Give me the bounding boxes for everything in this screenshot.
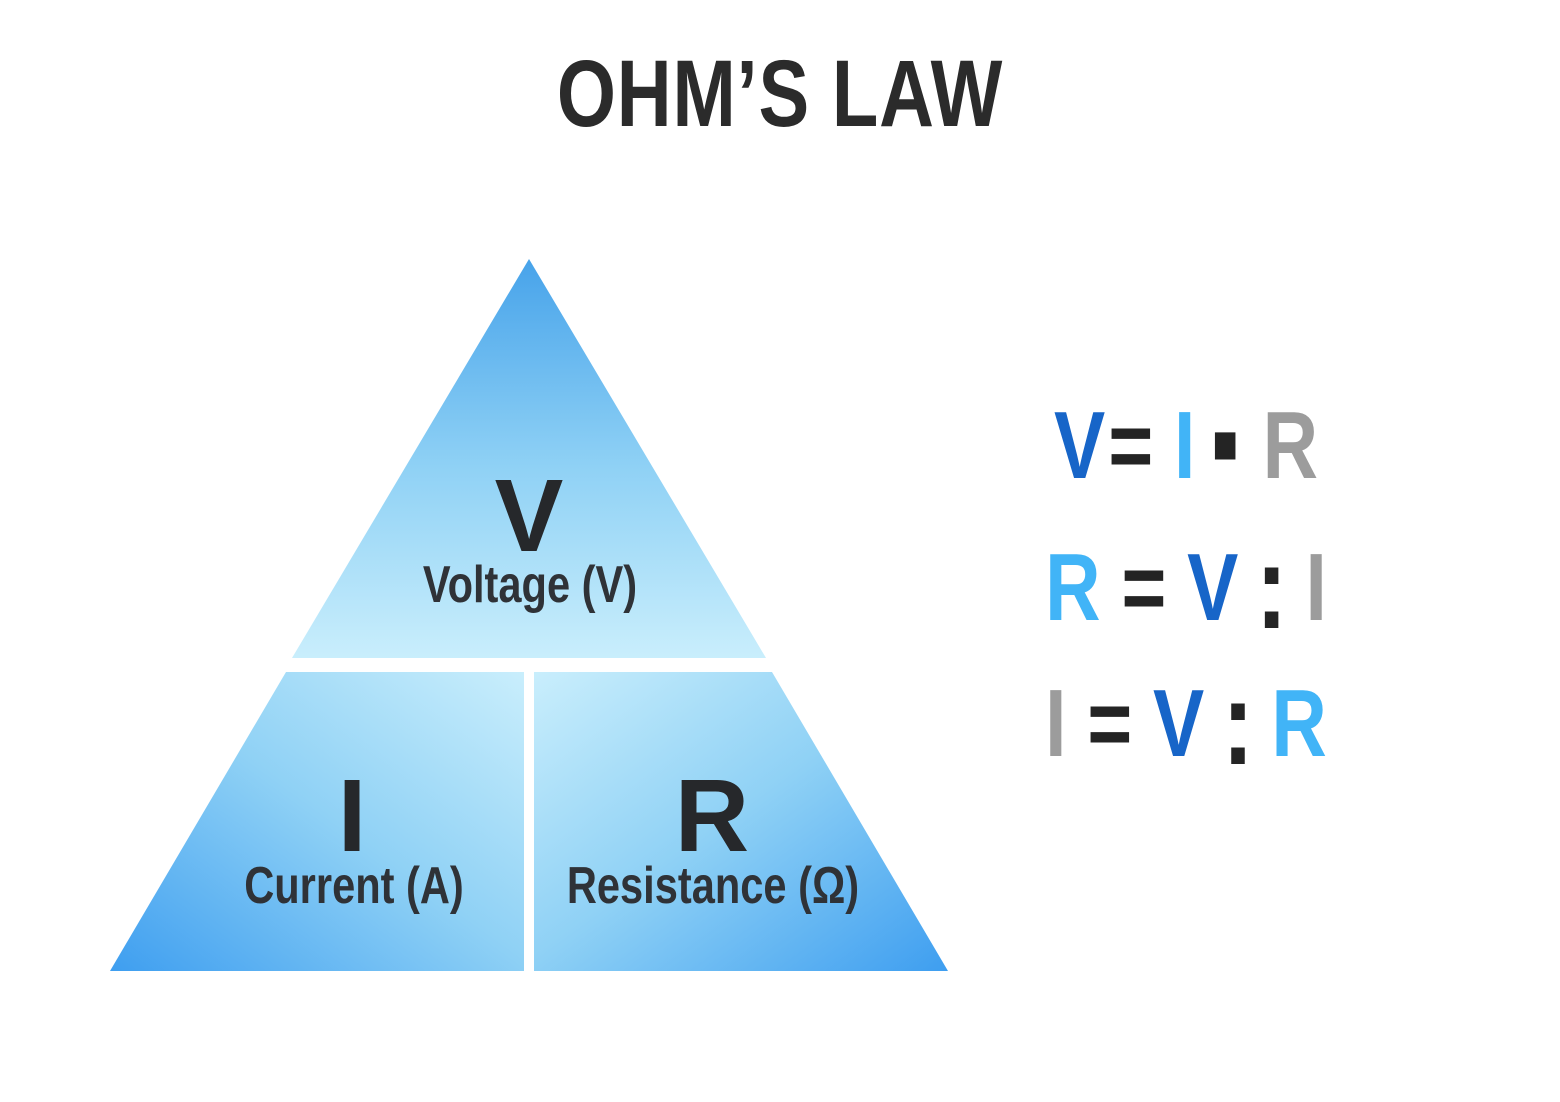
formula-list: V = I · R R = V : I I = V : R	[1006, 354, 1366, 798]
equals-sign: =	[1087, 670, 1133, 777]
equals-sign: =	[1108, 392, 1154, 499]
multiply-dot: ·	[1204, 343, 1254, 547]
voltage-label: Voltage (V)	[422, 556, 638, 614]
ohms-law-triangle: V Voltage (V) I Current (A) R Resistance…	[110, 259, 948, 971]
divide-colon: :	[1255, 520, 1288, 655]
formula-v-equals-i-times-r: V = I · R	[1042, 354, 1330, 536]
resistance-symbol: R	[674, 758, 750, 873]
current-label: Current (A)	[244, 857, 464, 915]
formula-r-equals-v-over-i: R = V : I	[1042, 527, 1330, 647]
formula-token: V	[1152, 670, 1205, 777]
formula-token: V	[1053, 392, 1106, 499]
formula-token: R	[1045, 534, 1101, 641]
page-title: OHM’S LAW	[556, 41, 1004, 147]
formula-token: I	[1305, 534, 1327, 641]
divide-colon: :	[1221, 656, 1254, 791]
formula-i-equals-v-over-r: I = V : R	[1042, 663, 1330, 783]
formula-token: R	[1262, 392, 1319, 499]
formula-token: V	[1187, 534, 1239, 641]
formula-token: R	[1271, 670, 1327, 777]
formula-token: I	[1045, 670, 1067, 777]
formula-token: I	[1174, 392, 1196, 499]
equals-sign: =	[1121, 534, 1167, 641]
current-symbol: I	[337, 758, 367, 873]
voltage-symbol: V	[494, 458, 564, 573]
triangle-section-current	[110, 672, 524, 971]
resistance-label: Resistance (Ω)	[566, 857, 860, 915]
